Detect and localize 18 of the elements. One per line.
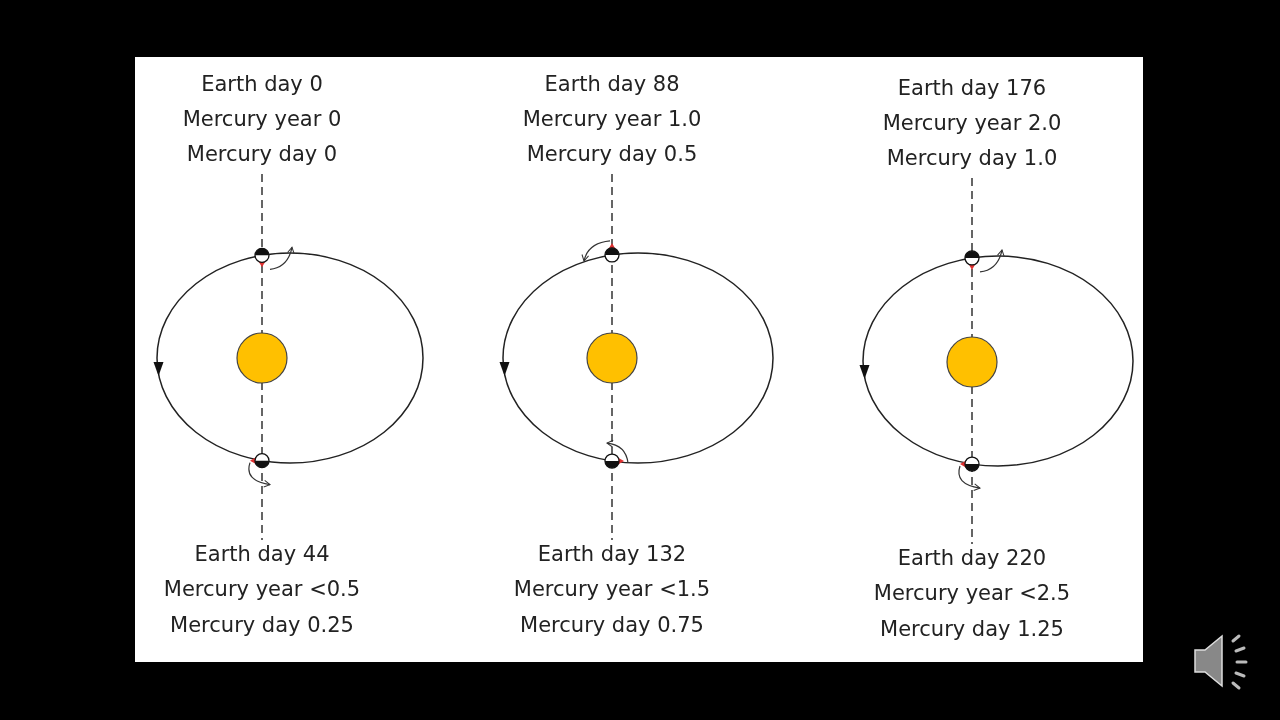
orbit-caption: Mercury year <2.5 [873, 582, 1071, 606]
orbit-caption: Earth day 132 [537, 543, 687, 567]
orbit-caption: Earth day 176 [897, 77, 1047, 101]
orbit-caption: Earth day 0 [201, 73, 323, 97]
orbit-caption: Mercury year 1.0 [522, 108, 702, 132]
orbit-caption: Mercury day 0.25 [170, 614, 354, 638]
orbit-caption: Mercury day 1.25 [880, 618, 1064, 642]
orbit-caption: Mercury day 0.5 [526, 143, 698, 167]
orbit-caption: Earth day 220 [897, 547, 1047, 571]
orbit-caption: Mercury day 0.75 [520, 614, 704, 638]
orbit-caption: Mercury day 1.0 [886, 147, 1058, 171]
orbit-caption: Mercury year <0.5 [163, 578, 361, 602]
orbit-caption: Mercury year 0 [182, 108, 342, 132]
orbit-caption: Mercury day 0 [186, 143, 338, 167]
orbit-caption: Earth day 44 [194, 543, 330, 567]
orbit-caption: Mercury year <1.5 [513, 578, 711, 602]
orbit-caption: Earth day 88 [544, 73, 680, 97]
orbit-caption: Mercury year 2.0 [882, 112, 1062, 136]
